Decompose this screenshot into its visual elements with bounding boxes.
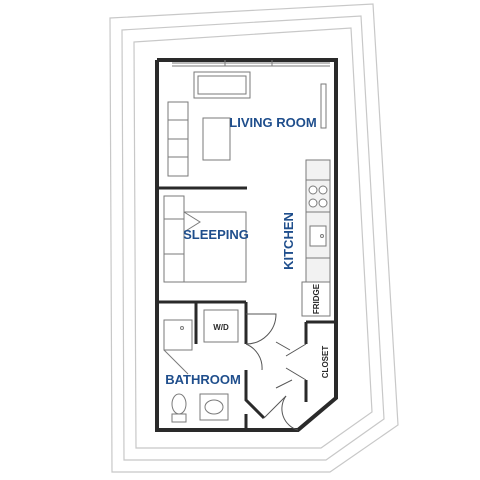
washer-dryer-label: W/D [213,323,229,332]
fridge [301,281,331,317]
washer-dryer [203,309,239,343]
exterior-walls [155,58,338,432]
closet-label: CLOSET [321,346,330,379]
living-room-label: LIVING ROOM [229,115,316,130]
stove [308,185,328,208]
sleeping-label: SLEEPING [183,227,249,242]
vanity-sink [199,393,229,421]
kitchen-label: KITCHEN [281,212,296,270]
toilet [171,393,187,423]
kitchen-counter [305,159,331,283]
bathroom-walls [157,300,266,430]
doors [245,313,307,431]
tv [320,83,327,129]
coffee-table [202,117,231,161]
site-outline [109,3,399,473]
shelving-unit [167,101,189,177]
kitchen-sink [309,225,327,247]
fridge-label: FRIDGE [312,283,321,314]
shower [163,319,193,375]
bed [163,195,247,283]
sofa [193,71,251,99]
closet-walls [304,320,336,402]
window-strip [172,60,330,67]
bathroom-label: BATHROOM [165,372,241,387]
